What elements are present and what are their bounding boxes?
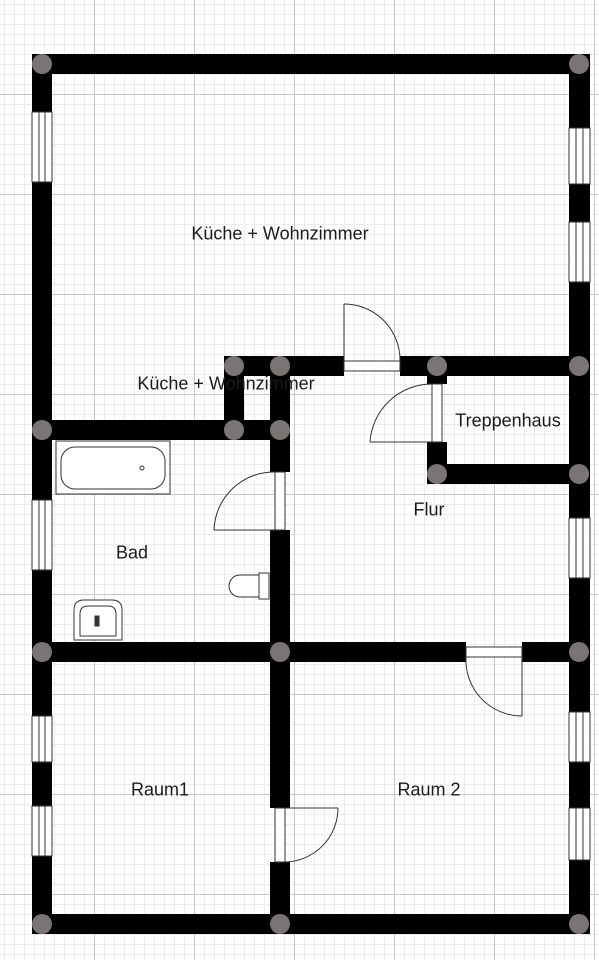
- node: [427, 464, 447, 484]
- window-right-2: [568, 221, 591, 283]
- wall-bath-hall: [270, 356, 290, 472]
- wall-bath-hall-lower: [270, 530, 290, 660]
- window-left-1: [31, 111, 53, 183]
- window-left-2: [31, 499, 53, 571]
- label-stairwell: Treppenhaus: [455, 410, 561, 431]
- node: [427, 356, 447, 376]
- label-hallway: Flur: [413, 499, 445, 520]
- wall-bottom: [32, 914, 590, 934]
- wall-post-left: [224, 356, 244, 440]
- node: [569, 54, 589, 74]
- wall-kitchen-bath: [42, 420, 290, 440]
- node: [569, 356, 589, 376]
- door-bath: [213, 471, 286, 531]
- label-kitchen-living: Küche + Wohnzimmer: [191, 223, 369, 244]
- node: [224, 420, 244, 440]
- door-room1-room2: [274, 807, 339, 863]
- node: [270, 420, 290, 440]
- window-right-3: [568, 517, 591, 579]
- sink: [73, 599, 123, 641]
- node: [270, 356, 290, 376]
- window-left-4: [31, 805, 53, 857]
- wall-right: [569, 54, 590, 934]
- wall-rooms-divider-lower: [270, 862, 290, 924]
- node: [270, 642, 290, 662]
- wall-top: [32, 54, 590, 74]
- toilet: [228, 572, 270, 600]
- door-room2: [465, 646, 523, 717]
- node: [32, 642, 52, 662]
- wall-left: [32, 54, 52, 934]
- window-right-1: [568, 127, 591, 185]
- door-kitchen-hall: [343, 303, 401, 372]
- wall-rooms-divider: [270, 652, 290, 808]
- wall-middle-b: [522, 642, 580, 662]
- window-right-5: [568, 807, 591, 861]
- window-right-4: [568, 711, 591, 763]
- corner-nodes: [32, 54, 589, 934]
- label-bathroom: Bad: [115, 542, 149, 563]
- label-kitchen-living-overlay: Küche + Wohnzimmer: [137, 373, 315, 394]
- node: [270, 914, 290, 934]
- node: [224, 356, 244, 376]
- windows: [31, 111, 591, 861]
- node: [32, 420, 52, 440]
- node: [569, 914, 589, 934]
- wall-stair-bottom: [427, 464, 579, 484]
- doors: [213, 303, 523, 863]
- wall-middle-a: [42, 642, 466, 662]
- node: [32, 914, 52, 934]
- label-room2: Raum 2: [397, 779, 461, 800]
- bathtub: [55, 440, 171, 495]
- window-left-3: [31, 715, 53, 763]
- label-room1: Raum1: [130, 779, 190, 800]
- door-stairwell: [369, 383, 443, 443]
- node: [32, 54, 52, 74]
- node: [569, 642, 589, 662]
- node: [569, 464, 589, 484]
